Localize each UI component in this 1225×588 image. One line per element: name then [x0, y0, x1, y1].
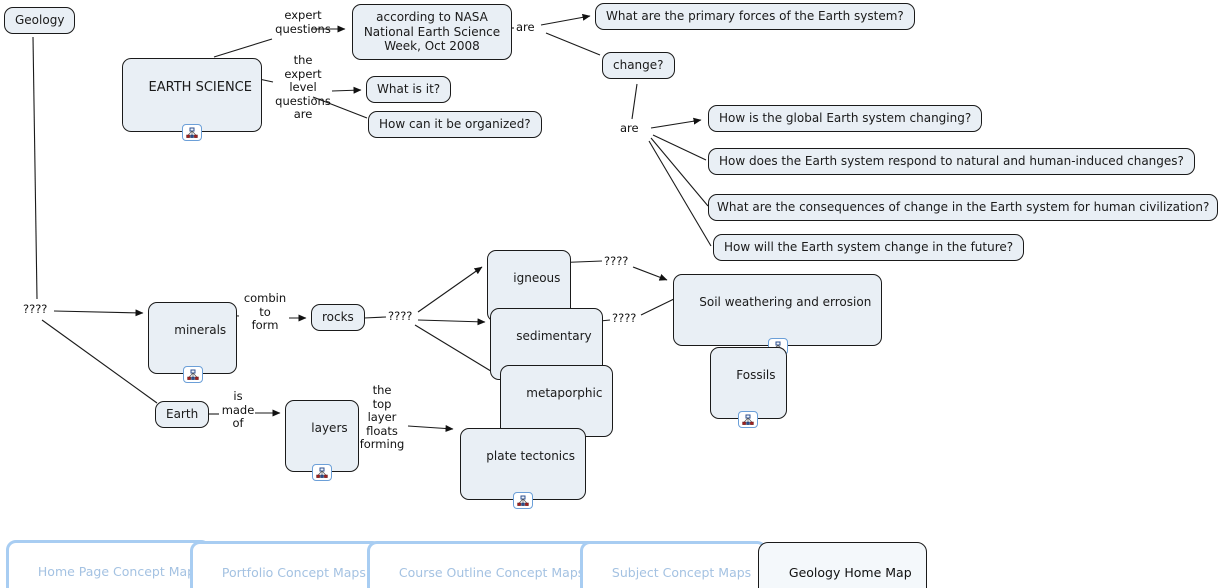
node-what-is-it[interactable]: What is it? [366, 76, 452, 103]
nav-label: Subject Concept Maps [611, 565, 752, 580]
node-question-primary-forces[interactable]: What are the primary forces of the Earth… [595, 3, 915, 30]
link-label-expert-questions: expert questions [275, 8, 331, 36]
node-metaporphic[interactable]: metaporphic [500, 365, 614, 446]
node-label: Fossils [736, 368, 776, 382]
link-label-combine-to-form: combin to form [243, 291, 287, 333]
nav-course-outline-concept-maps[interactable]: Course Outline Concept Maps [367, 541, 601, 588]
node-change[interactable]: change? [602, 52, 675, 79]
link-label-is-made-of: is made of [221, 389, 255, 431]
node-label: minerals [174, 323, 227, 337]
node-fossils[interactable]: Fossils [710, 347, 787, 428]
node-question-consequences[interactable]: What are the consequences of change in t… [708, 194, 1219, 221]
node-layers[interactable]: layers [285, 400, 359, 481]
node-earth[interactable]: Earth [155, 401, 210, 428]
node-plate-tectonics[interactable]: plate tectonics [460, 428, 586, 509]
node-rocks[interactable]: rocks [311, 304, 365, 331]
nav-geology-home-map[interactable]: Geology Home Map [758, 542, 927, 588]
concept-map-icon[interactable] [181, 124, 202, 141]
link-label-expert-level-questions: the expert level questions are [275, 53, 331, 122]
nav-label: Course Outline Concept Maps [398, 565, 585, 580]
node-how-organized[interactable]: How can it be organized? [368, 111, 542, 138]
nav-portfolio-concept-maps[interactable]: Portfolio Concept Maps [190, 541, 382, 588]
node-minerals[interactable]: minerals [148, 302, 238, 383]
node-label: EARTH SCIENCE [148, 80, 252, 95]
link-label-unknown-rocks: ???? [388, 309, 413, 323]
link-label-unknown-geology: ???? [23, 302, 48, 316]
node-nasa-source[interactable]: according to NASA National Earth Science… [352, 4, 512, 60]
link-label-top-layer-floats: the top layer floats forming [359, 383, 405, 452]
concept-map-icon[interactable] [738, 411, 759, 428]
link-label-are-top: are [516, 20, 535, 34]
concept-map-icon[interactable] [182, 366, 203, 383]
nav-subject-concept-maps[interactable]: Subject Concept Maps [580, 541, 768, 588]
node-label: sedimentary [516, 329, 592, 343]
concept-map-icon[interactable] [513, 492, 533, 509]
node-question-future[interactable]: How will the Earth system change in the … [713, 234, 1025, 261]
link-label-unknown-soil-sedimentary: ???? [612, 311, 637, 325]
node-earth-science[interactable]: EARTH SCIENCE [122, 58, 262, 141]
node-soil-weathering[interactable]: Soil weathering and errosion [673, 274, 883, 355]
node-question-global-changing[interactable]: How is the global Earth system changing? [708, 105, 983, 132]
nav-label: Portfolio Concept Maps [221, 565, 366, 580]
node-label: plate tectonics [486, 449, 575, 463]
node-geology[interactable]: Geology [4, 7, 76, 34]
nav-label: Geology Home Map [788, 565, 912, 580]
concept-map-icon[interactable] [311, 464, 332, 481]
link-label-are-change: are [620, 121, 639, 135]
node-label: metaporphic [526, 386, 603, 400]
node-question-respond-changes[interactable]: How does the Earth system respond to nat… [708, 148, 1195, 175]
node-label: layers [311, 421, 348, 435]
node-label: Soil weathering and errosion [699, 295, 872, 309]
nav-home-page-concept-map[interactable]: Home Page Concept Map [6, 540, 212, 588]
link-label-unknown-igneous-soil: ???? [604, 254, 629, 268]
node-label: igneous [513, 271, 561, 285]
nav-label: Home Page Concept Map [37, 564, 196, 579]
